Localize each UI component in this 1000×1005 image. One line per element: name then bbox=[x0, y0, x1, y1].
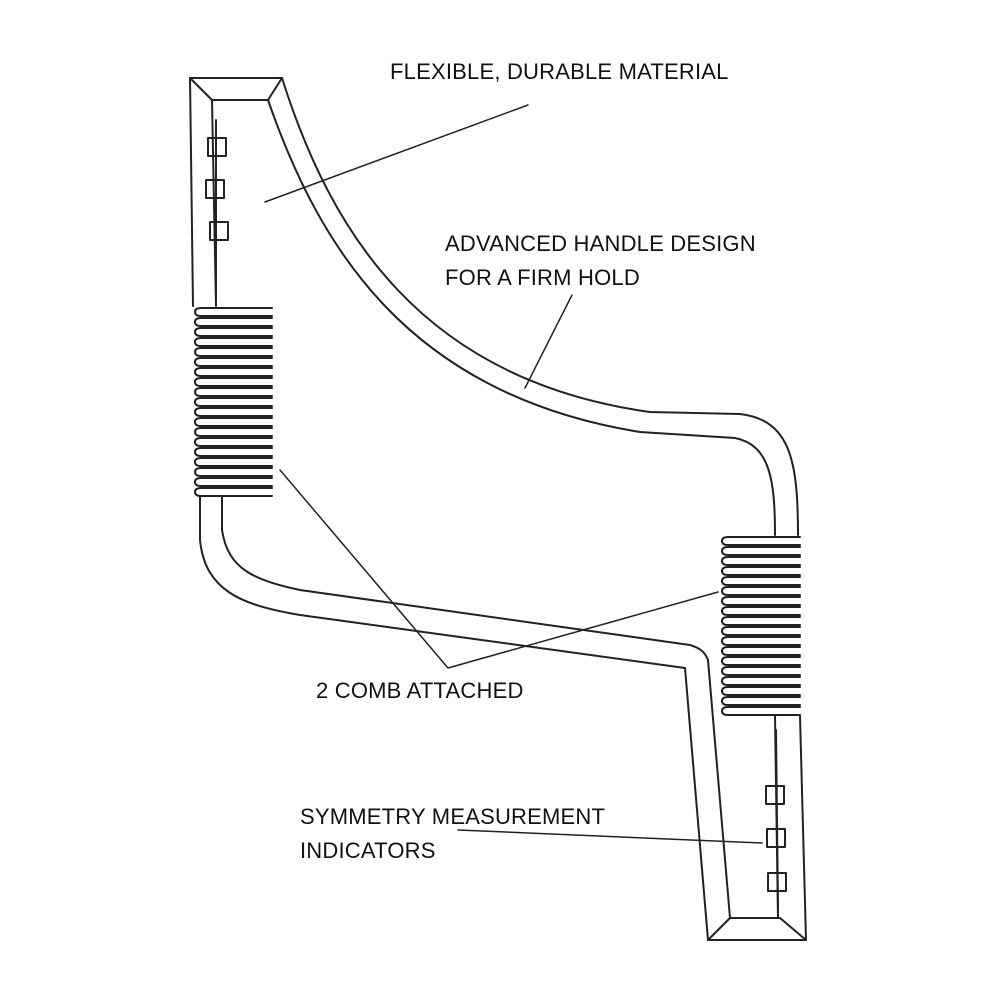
label-symmetry-indicators-line-2: INDICATORS bbox=[300, 838, 436, 863]
leader-line bbox=[279, 469, 719, 669]
leader-line bbox=[264, 104, 529, 203]
indicator-square bbox=[207, 137, 227, 157]
label-handle-design-line-2: FOR A FIRM HOLD bbox=[445, 265, 640, 290]
symmetry-indicators bbox=[205, 119, 787, 911]
leader-lines bbox=[264, 104, 763, 844]
right-comb-tooth bbox=[721, 596, 801, 606]
handle-inner-curve bbox=[267, 99, 776, 536]
left-comb-tooth bbox=[194, 357, 273, 367]
indicator-spine-bottom bbox=[775, 729, 779, 911]
comb-lower-right bbox=[721, 536, 801, 716]
indicator-square bbox=[205, 179, 225, 199]
left-comb-tooth bbox=[194, 477, 273, 487]
right-comb-tooth bbox=[721, 606, 801, 616]
left-comb-tooth bbox=[194, 437, 273, 447]
comb-upper-left bbox=[194, 307, 273, 497]
right-comb-tooth bbox=[721, 706, 801, 716]
left-comb-tooth bbox=[194, 377, 273, 387]
leader-line bbox=[524, 294, 573, 389]
right-comb-tooth bbox=[721, 656, 801, 666]
handle-outer-curve bbox=[281, 77, 799, 536]
right-comb-tooth bbox=[721, 636, 801, 646]
right-comb-tooth bbox=[721, 686, 801, 696]
left-comb-tooth bbox=[194, 447, 273, 457]
right-comb-tooth bbox=[721, 696, 801, 706]
left-comb-tooth bbox=[194, 417, 273, 427]
label-flexible-material-line-1: FLEXIBLE, DURABLE MATERIAL bbox=[390, 59, 729, 84]
right-comb-tooth bbox=[721, 626, 801, 636]
label-handle-design: ADVANCED HANDLE DESIGN FOR A FIRM HOLD bbox=[445, 227, 756, 295]
top-tip-bevel bbox=[189, 77, 283, 307]
right-comb-tooth bbox=[721, 616, 801, 626]
leader-line bbox=[457, 829, 763, 844]
right-comb-tooth bbox=[721, 676, 801, 686]
left-comb-tooth bbox=[194, 337, 273, 347]
left-comb-tooth bbox=[194, 327, 273, 337]
right-comb-tooth bbox=[721, 566, 801, 576]
indicator-square bbox=[766, 828, 786, 848]
label-comb-attached: 2 COMB ATTACHED bbox=[316, 674, 524, 708]
label-comb-attached-line-1: 2 COMB ATTACHED bbox=[316, 678, 524, 703]
indicator-square bbox=[767, 872, 787, 892]
bottom-tip-bevel bbox=[707, 659, 807, 941]
left-comb-tooth bbox=[194, 317, 273, 327]
indicator-square bbox=[209, 221, 229, 241]
right-comb-tooth bbox=[721, 666, 801, 676]
label-flexible-material: FLEXIBLE, DURABLE MATERIAL bbox=[390, 55, 729, 89]
lower-arm-outer bbox=[199, 496, 709, 941]
right-comb-tooth bbox=[721, 546, 801, 556]
indicator-square bbox=[765, 785, 785, 805]
left-comb-tooth bbox=[194, 487, 273, 497]
right-comb-tooth bbox=[721, 556, 801, 566]
left-comb-tooth bbox=[194, 347, 273, 357]
left-comb-tooth bbox=[194, 307, 273, 317]
left-comb-tooth bbox=[194, 457, 273, 467]
tool-body bbox=[189, 77, 807, 941]
label-symmetry-indicators-line-1: SYMMETRY MEASUREMENT bbox=[300, 804, 606, 829]
outer-edge-top-left bbox=[189, 77, 194, 307]
right-comb-tooth bbox=[721, 646, 801, 656]
right-comb-tooth bbox=[721, 576, 801, 586]
left-comb-tooth bbox=[194, 407, 273, 417]
label-symmetry-indicators: SYMMETRY MEASUREMENT INDICATORS bbox=[300, 800, 605, 868]
left-comb-tooth bbox=[194, 467, 273, 477]
left-comb-tooth bbox=[194, 367, 273, 377]
label-handle-design-line-1: ADVANCED HANDLE DESIGN bbox=[445, 231, 756, 256]
right-comb-tooth bbox=[721, 586, 801, 596]
left-comb-tooth bbox=[194, 387, 273, 397]
left-comb-tooth bbox=[194, 397, 273, 407]
lower-arm-inner bbox=[221, 496, 709, 661]
right-comb-tooth bbox=[721, 536, 801, 546]
left-comb-tooth bbox=[194, 427, 273, 437]
